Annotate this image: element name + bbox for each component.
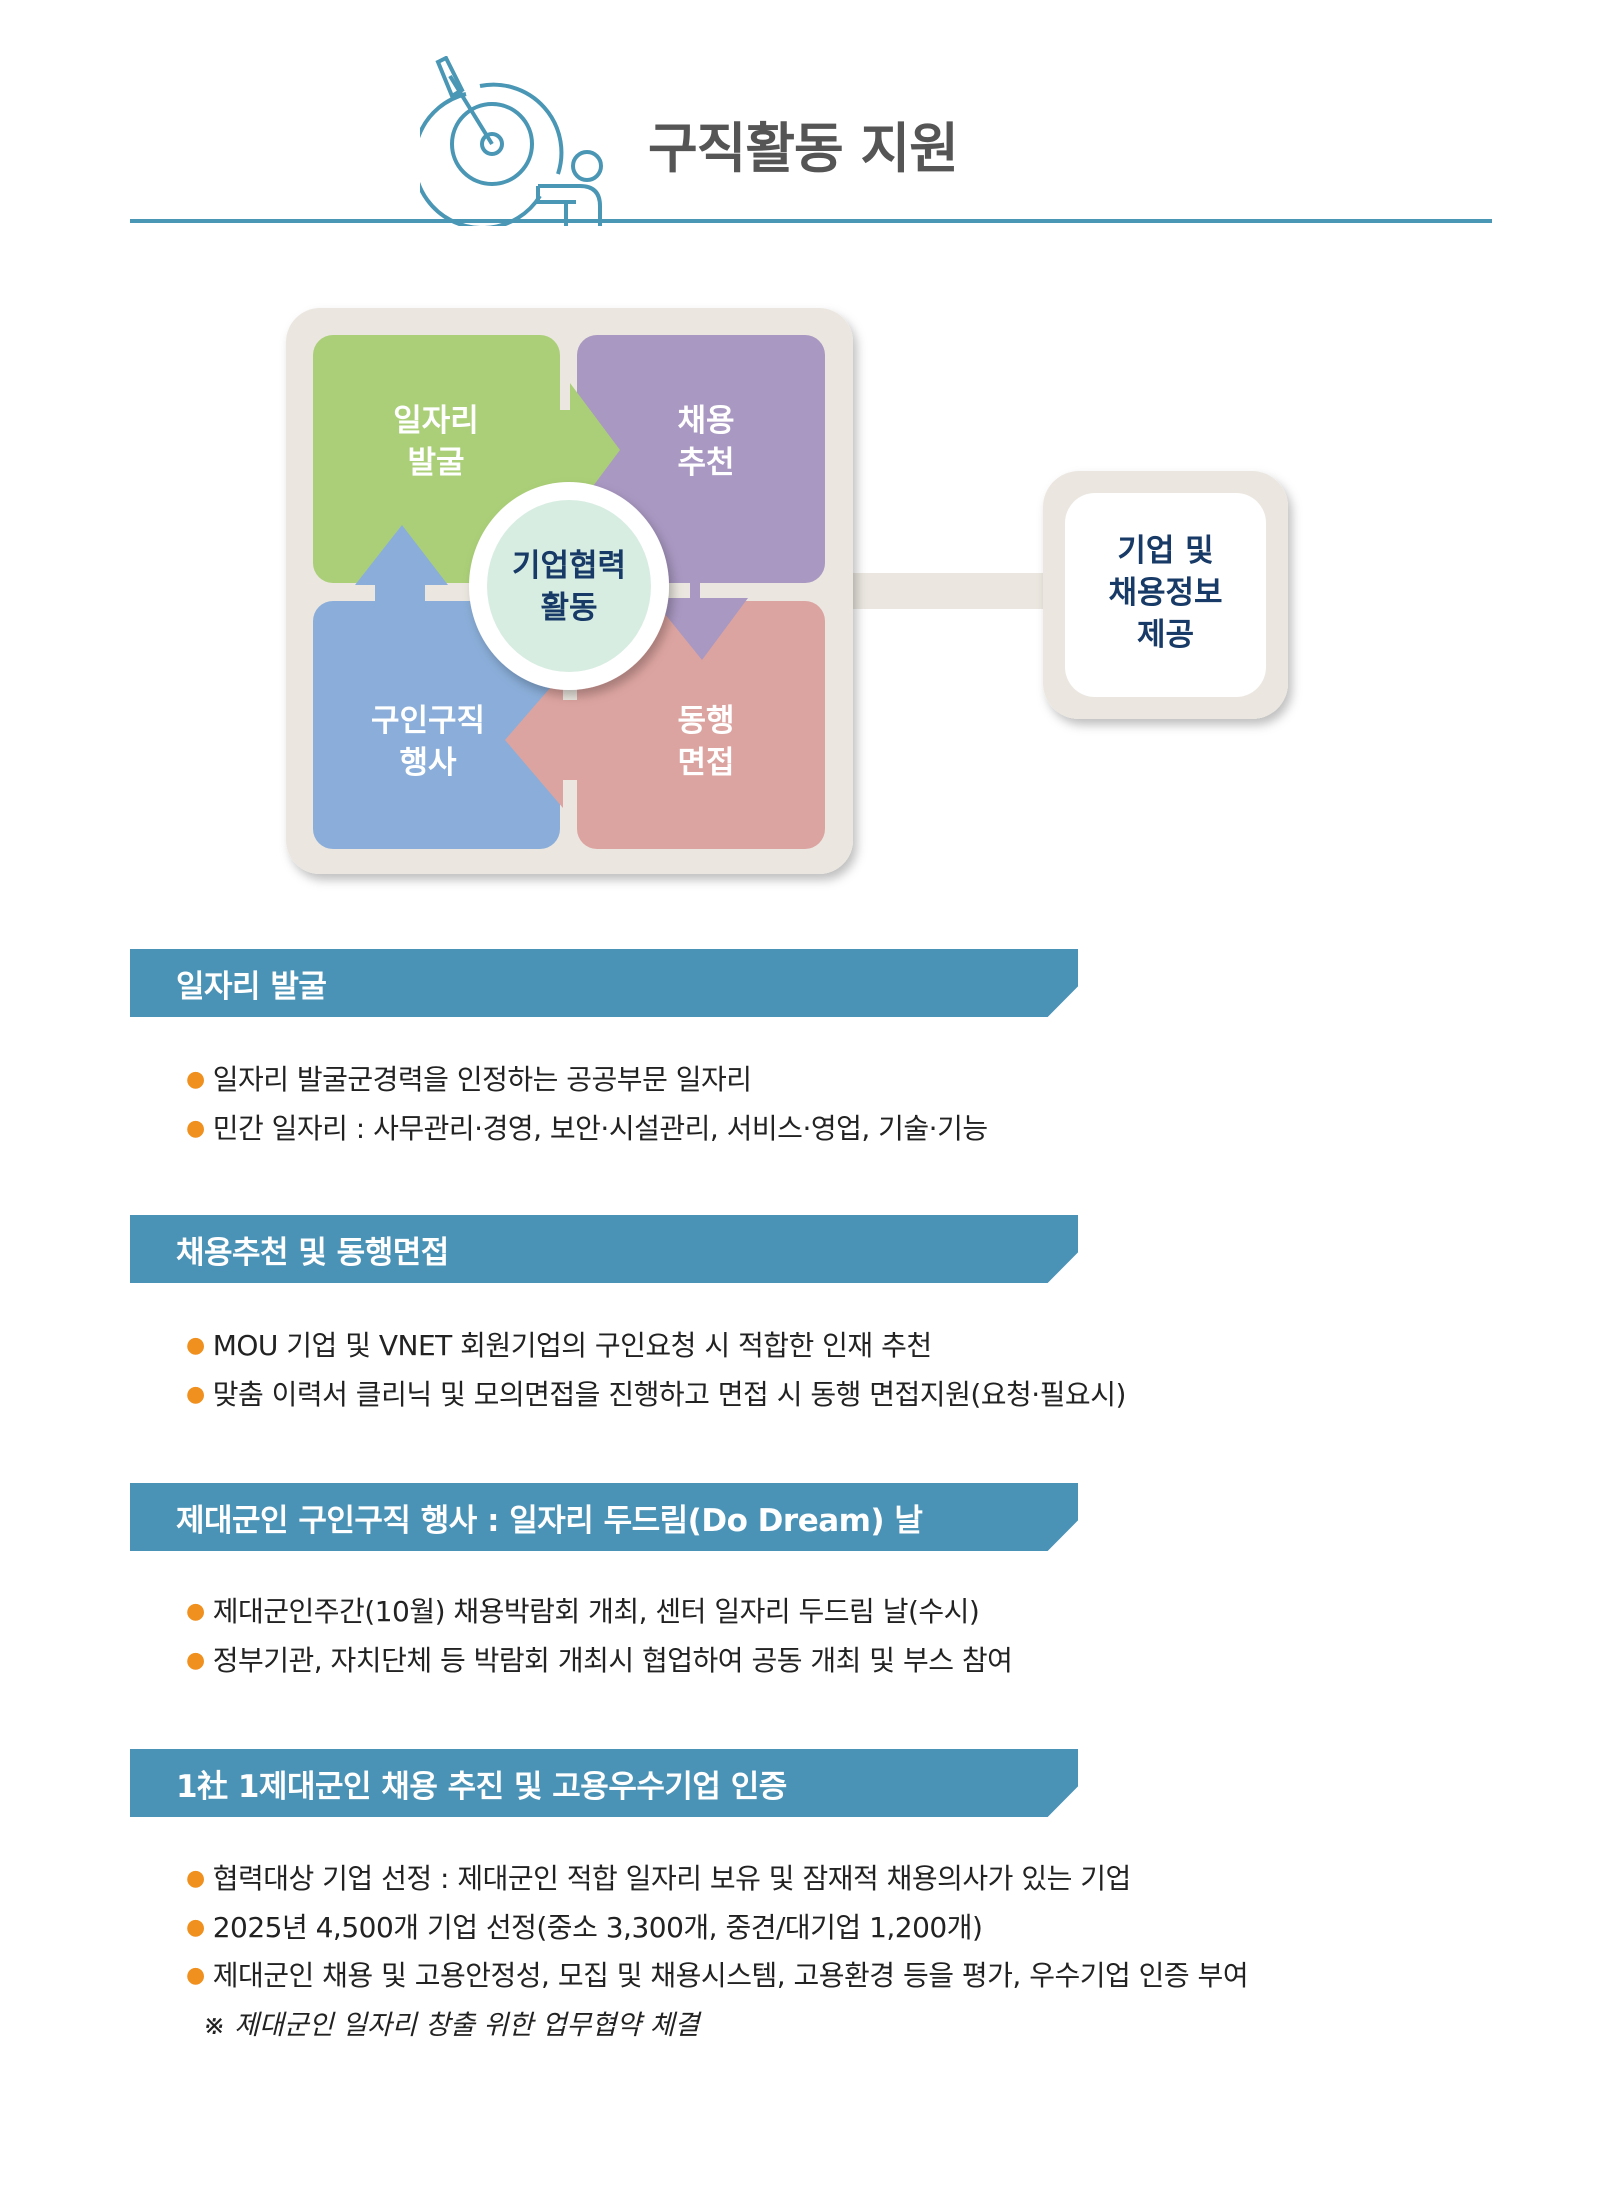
bullet-icon: ● xyxy=(186,1963,205,1988)
list-item: ●민간 일자리 : 사무관리·경영, 보안·시설관리, 서비스·영업, 기술·기… xyxy=(186,1112,988,1145)
list-item: ●제대군인 채용 및 고용안정성, 모집 및 채용시스템, 고용환경 등을 평가… xyxy=(186,1959,1249,1992)
bullet-icon: ● xyxy=(186,1116,205,1141)
quadrant-interview xyxy=(577,601,825,849)
arrow-up-icon xyxy=(355,525,448,601)
bullet-icon: ● xyxy=(186,1382,205,1407)
bullet-icon: ● xyxy=(186,1915,205,1940)
section-title: 채용추천 및 동행면접 xyxy=(176,1235,449,1271)
list-item: ●MOU 기업 및 VNET 회원기업의 구인요청 시 적합한 인재 추천 xyxy=(186,1329,932,1362)
page-title: 구직활동 지원 xyxy=(648,117,959,180)
bullet-icon: ● xyxy=(186,1067,205,1092)
section-header-certification: 1社 1제대군인 채용 추진 및 고용우수기업 인증 xyxy=(130,1749,1078,1817)
section-header-job-discovery: 일자리 발굴 xyxy=(130,949,1078,1017)
section-header-job-fair: 제대군인 구인구직 행사 : 일자리 두드림(Do Dream) 날 xyxy=(130,1483,1078,1551)
list-item: ●맞춤 이력서 클리닉 및 모의면접을 진행하고 면접 시 동행 면접지원(요청… xyxy=(186,1378,1126,1411)
arrow-down-icon xyxy=(652,583,748,660)
connector-bar xyxy=(853,573,1047,609)
cooperation-diagram xyxy=(286,308,1288,874)
section-title: 제대군인 구인구직 행사 : 일자리 두드림(Do Dream) 날 xyxy=(176,1503,923,1539)
bullet-icon: ● xyxy=(186,1866,205,1891)
section-title: 일자리 발굴 xyxy=(176,969,327,1005)
footnote: ※ 제대군인 일자리 창출 위한 업무협약 체결 xyxy=(203,2010,700,2041)
header-divider xyxy=(130,219,1492,223)
bullet-icon: ● xyxy=(186,1333,205,1358)
side-box xyxy=(1065,493,1266,697)
list-item: ●일자리 발굴군경력을 인정하는 공공부문 일자리 xyxy=(186,1063,752,1096)
section-header-recommendation: 채용추천 및 동행면접 xyxy=(130,1215,1078,1283)
list-item: ●제대군인주간(10월) 채용박람회 개최, 센터 일자리 두드림 날(수시) xyxy=(186,1595,980,1628)
bullet-icon: ● xyxy=(186,1648,205,1673)
arrow-left-icon xyxy=(505,673,577,808)
list-item: ●정부기관, 자치단체 등 박람회 개최시 협업하여 공동 개최 및 부스 참여 xyxy=(186,1644,1013,1677)
quadrant-job-fair xyxy=(313,601,560,849)
bullet-icon: ● xyxy=(186,1599,205,1624)
list-item: ●2025년 4,500개 기업 선정(중소 3,300개, 중견/대기업 1,… xyxy=(186,1911,983,1944)
center-circle xyxy=(487,500,651,672)
list-item: ●협력대상 기업 선정 : 제대군인 적합 일자리 보유 및 잠재적 채용의사가… xyxy=(186,1862,1131,1895)
section-title: 1社 1제대군인 채용 추진 및 고용우수기업 인증 xyxy=(176,1769,787,1805)
